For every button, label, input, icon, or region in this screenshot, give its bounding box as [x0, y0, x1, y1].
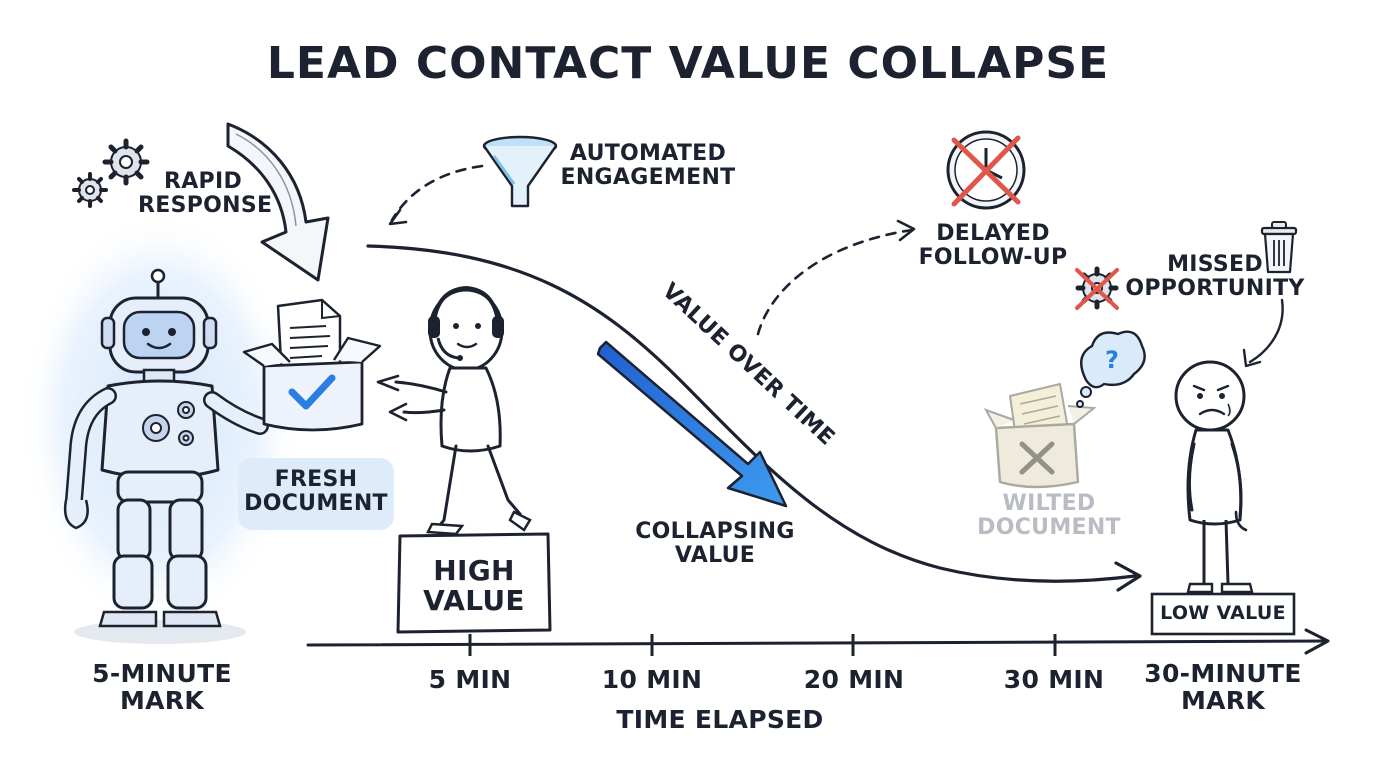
axis-title: TIME ELAPSED [616, 705, 824, 734]
delayed-follow-up-label: DELAYED FOLLOW-UP [918, 221, 1068, 270]
rapid-response-label: RAPID RESPONSE [138, 169, 273, 218]
collapsing-value-arrow [596, 340, 788, 508]
start-mark-label: 5-MINUTE MARK [92, 659, 232, 715]
value-decline-curve [366, 244, 1142, 592]
tick-label-5-min: 5 MIN [428, 665, 512, 694]
question-bubble-icon: ? [1076, 330, 1146, 408]
missed-opportunity-arrow [1248, 298, 1284, 364]
box-with-checkmark-icon [242, 298, 382, 432]
rapid-response-arrow [226, 122, 330, 282]
low-value-pedestal [1150, 592, 1296, 636]
missed-opportunity-label: MISSED OPPORTUNITY [1125, 252, 1305, 301]
tick-label-30-min: 30 MIN [1003, 665, 1105, 694]
collapsing-value-label: COLLAPSING VALUE [635, 519, 795, 568]
high-value-label: HIGH VALUE [423, 554, 525, 618]
robot-icon [20, 210, 300, 644]
delay-dashed-arrow [756, 228, 914, 336]
high-value-pedestal [396, 532, 552, 634]
svg-text:?: ? [1105, 346, 1119, 374]
low-value-label: LOW VALUE [1160, 602, 1286, 624]
box-with-x-icon [983, 383, 1097, 489]
sad-person-icon [1174, 360, 1254, 594]
time-axis [306, 628, 1330, 656]
headset-agent-icon [376, 285, 532, 536]
gears-icon [72, 138, 150, 208]
automated-engagement-label: AUTOMATED ENGAGEMENT [560, 141, 736, 190]
wilted-document-label: WILTED DOCUMENT [977, 491, 1121, 540]
fresh-document-label: FRESH DOCUMENT [244, 467, 388, 516]
crossed-gear-icon [1075, 266, 1119, 310]
crossed-clock-icon [946, 130, 1026, 210]
tick-label-20-min: 20 MIN [803, 665, 905, 694]
diagram-title: LEAD CONTACT VALUE COLLAPSE [266, 38, 1110, 89]
automation-dashed-arrow [390, 164, 484, 222]
fresh-document-highlight [238, 458, 394, 530]
end-mark-label: 30-MINUTE MARK [1144, 659, 1302, 715]
trash-can-icon [1260, 221, 1298, 274]
tick-label-10-min: 10 MIN [601, 665, 703, 694]
funnel-icon [482, 135, 558, 208]
